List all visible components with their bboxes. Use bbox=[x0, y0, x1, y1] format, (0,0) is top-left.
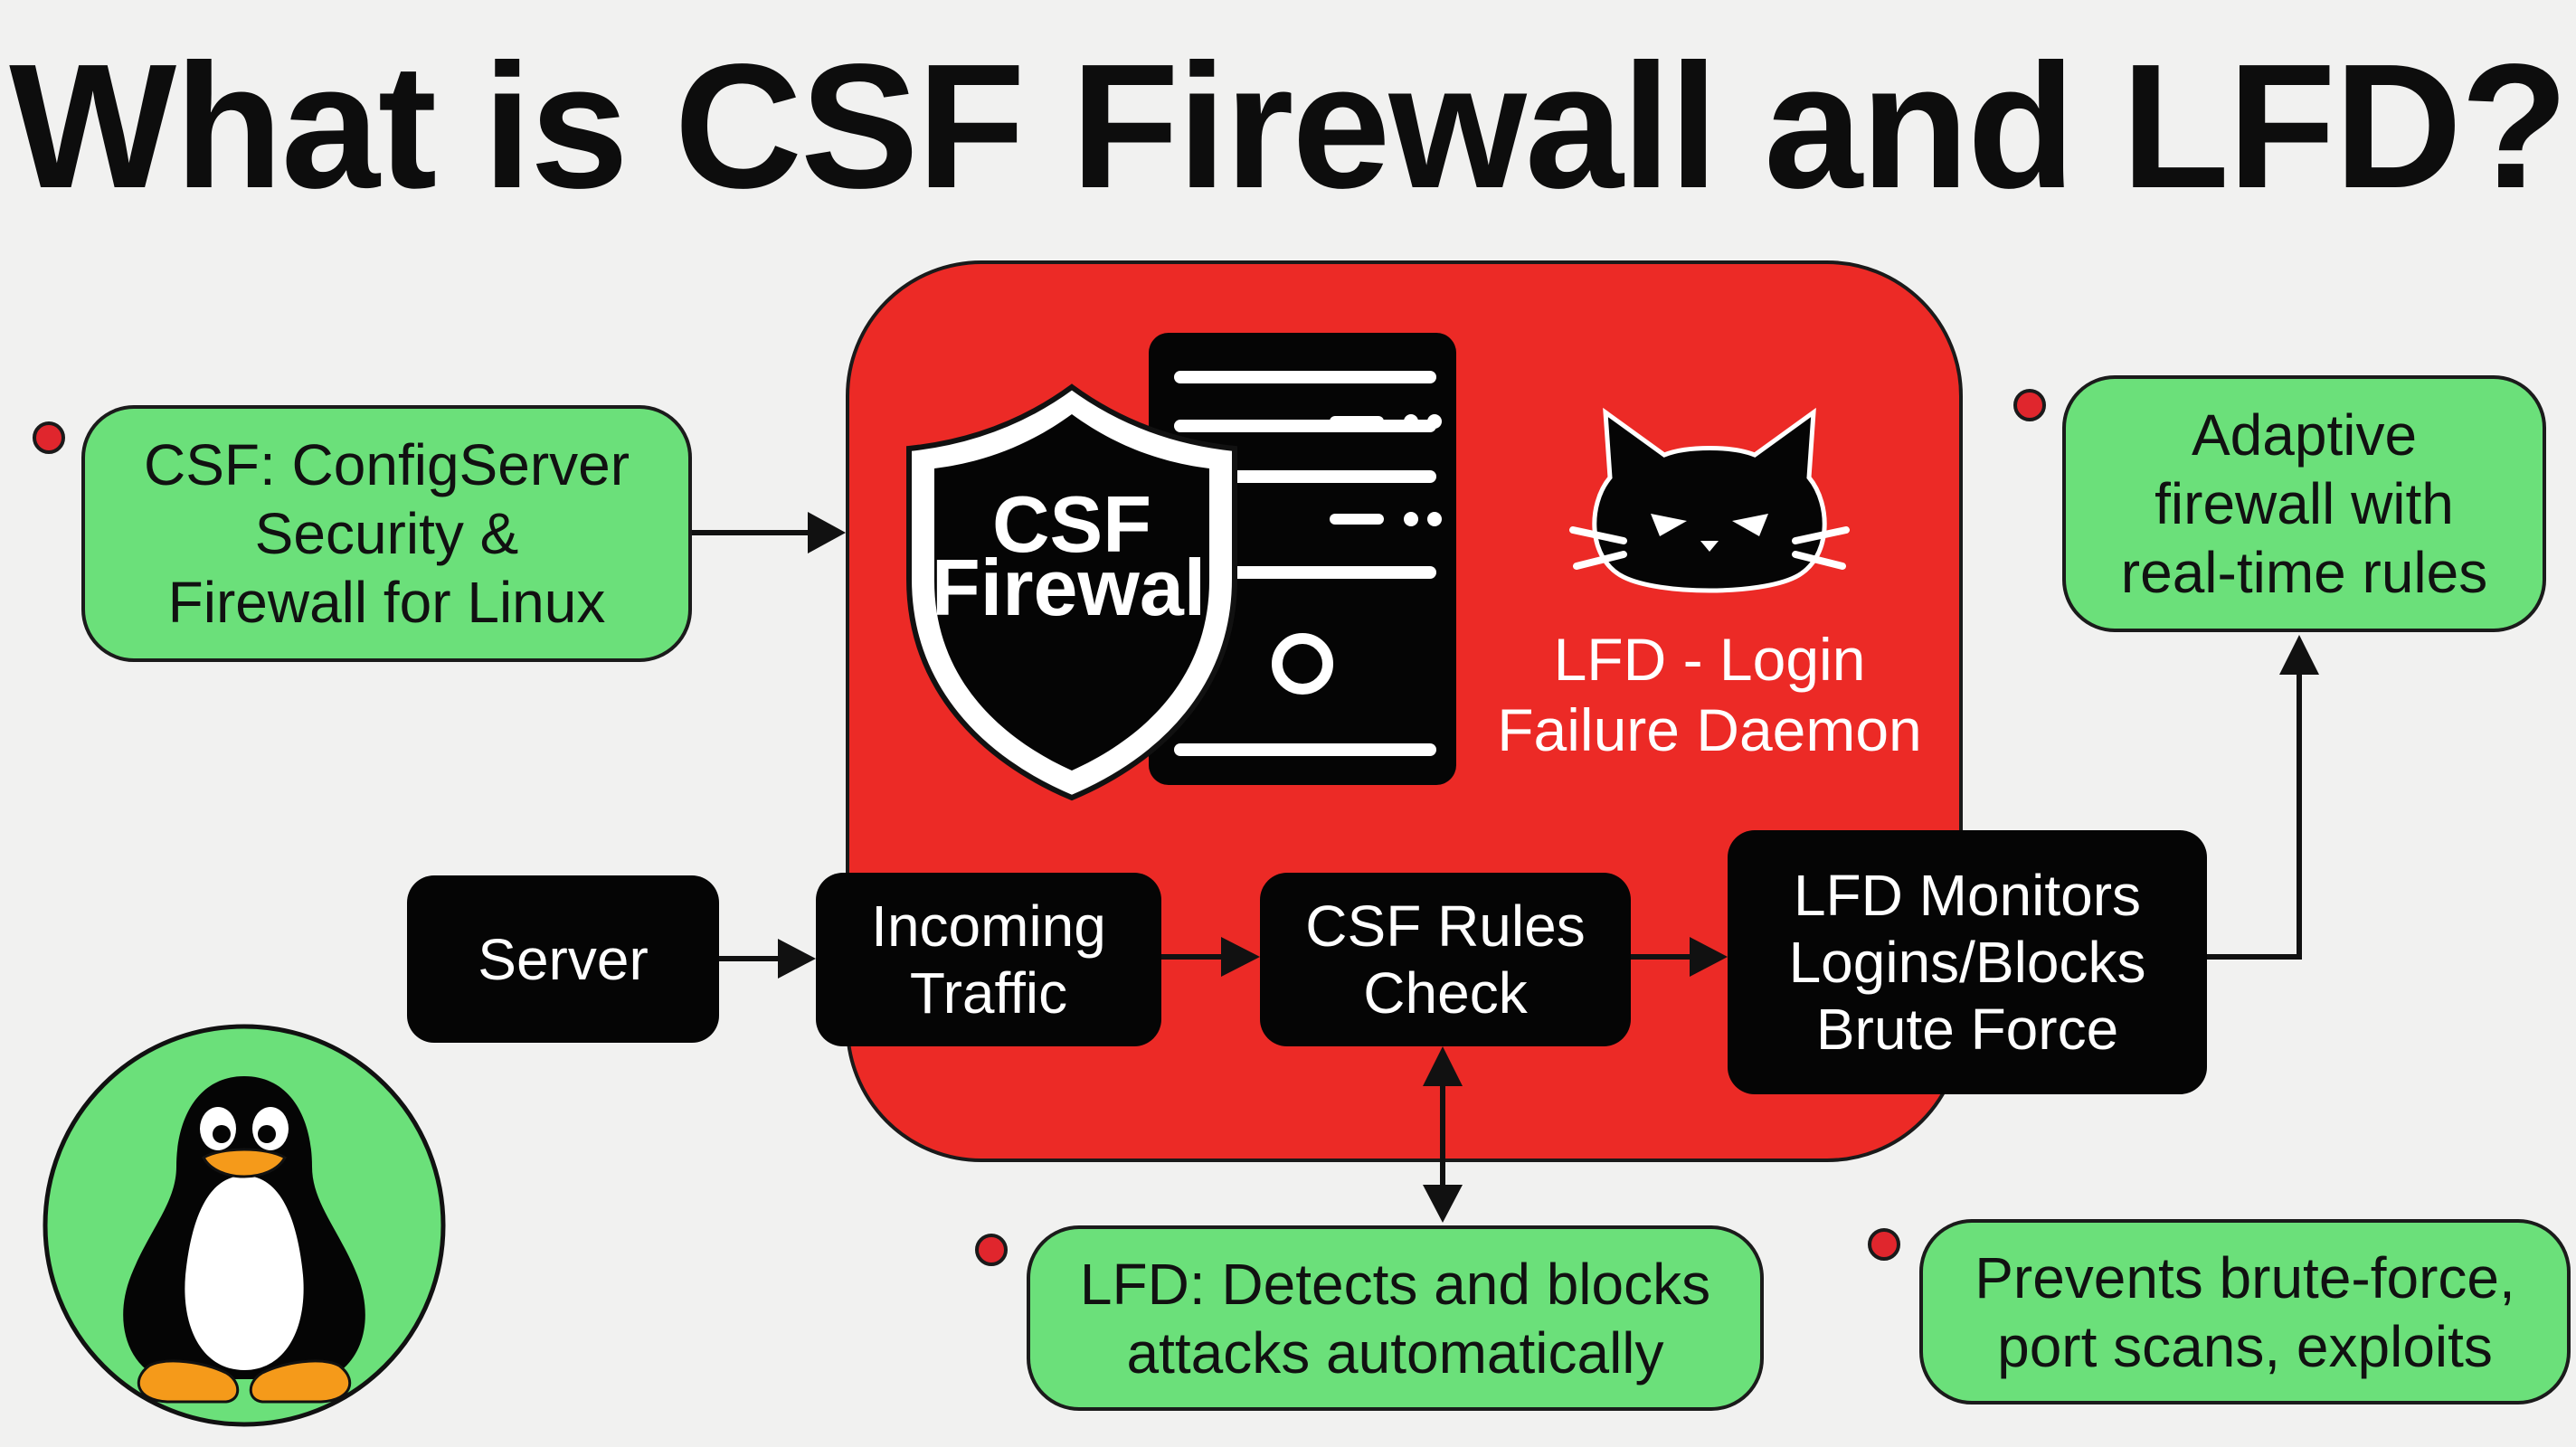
note-prevents-text: Prevents brute-force, port scans, exploi… bbox=[1975, 1244, 2515, 1379]
flow-incoming-traffic: Incoming Traffic bbox=[816, 873, 1161, 1046]
flow-incoming-traffic-label: Incoming Traffic bbox=[871, 894, 1106, 1026]
arrowhead bbox=[808, 512, 846, 553]
lfd-label: LFD - Login Failure Daemon bbox=[1497, 626, 1922, 763]
note-adaptive-firewall: Adaptive firewall with real-time rules bbox=[2062, 375, 2546, 632]
flow-csf-rules-check-label: CSF Rules Check bbox=[1305, 894, 1586, 1026]
arrowhead bbox=[778, 939, 816, 979]
note-lfd-detects-text: LFD: Detects and blocks attacks automati… bbox=[1079, 1251, 1711, 1386]
flow-server: Server bbox=[407, 875, 719, 1043]
linux-penguin-icon bbox=[43, 1024, 446, 1427]
shield-label: CSF Firewall bbox=[932, 479, 1228, 632]
bullet-dot bbox=[2013, 389, 2046, 421]
note-lfd-detects: LFD: Detects and blocks attacks automati… bbox=[1027, 1225, 1764, 1411]
bullet-dot bbox=[33, 421, 65, 454]
page-title: What is CSF Firewall and LFD? bbox=[9, 27, 2569, 225]
flow-csf-rules-check: CSF Rules Check bbox=[1260, 873, 1631, 1046]
arrowhead bbox=[1423, 1185, 1463, 1223]
arrowhead bbox=[1423, 1046, 1463, 1086]
note-adaptive-firewall-text: Adaptive firewall with real-time rules bbox=[2120, 402, 2488, 605]
bullet-dot bbox=[1868, 1228, 1900, 1261]
flow-server-label: Server bbox=[478, 926, 649, 992]
arrow-monitors-to-adaptive bbox=[2207, 674, 2302, 960]
note-prevents: Prevents brute-force, port scans, exploi… bbox=[1919, 1219, 2571, 1404]
cat-icon bbox=[1569, 407, 1850, 593]
bullet-dot bbox=[975, 1234, 1008, 1266]
flow-lfd-monitors: LFD Monitors Logins/Blocks Brute Force bbox=[1728, 830, 2207, 1094]
arrowhead bbox=[1221, 937, 1260, 977]
note-csf-definition: CSF: ConfigServer Security & Firewall fo… bbox=[81, 405, 692, 662]
shield-icon bbox=[906, 383, 1237, 801]
arrowhead bbox=[1690, 937, 1728, 977]
arrowhead bbox=[2279, 635, 2319, 675]
flow-lfd-monitors-label: LFD Monitors Logins/Blocks Brute Force bbox=[1788, 863, 2146, 1062]
note-csf-definition-text: CSF: ConfigServer Security & Firewall fo… bbox=[143, 432, 630, 635]
